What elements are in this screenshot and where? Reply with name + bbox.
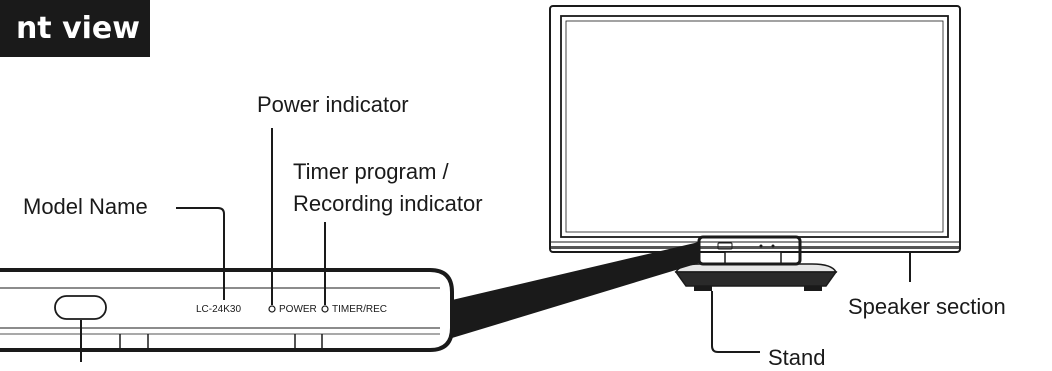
panel-outline bbox=[0, 268, 454, 352]
stand-foot-right bbox=[804, 286, 822, 291]
label-power-indicator: Power indicator bbox=[257, 92, 409, 117]
label-stand: Stand bbox=[768, 345, 826, 370]
callout-model-name bbox=[176, 207, 225, 300]
tv-front-diagram: LC-24K30 POWER TIMER/REC bbox=[0, 5, 961, 362]
enlarged-front-panel: LC-24K30 POWER TIMER/REC bbox=[0, 268, 454, 352]
section-title-bar: nt view bbox=[0, 0, 150, 57]
callout-stand bbox=[711, 291, 760, 353]
panel-logo-window bbox=[54, 295, 107, 320]
panel-power-text: POWER bbox=[279, 304, 317, 315]
tv-inner-screen bbox=[565, 20, 944, 233]
highlight-led-2 bbox=[771, 244, 775, 248]
highlight-led-1 bbox=[759, 244, 763, 248]
highlight-logo bbox=[717, 242, 733, 250]
label-speaker-section: Speaker section bbox=[848, 294, 1006, 319]
callout-lines bbox=[80, 128, 911, 362]
label-model-name: Model Name bbox=[23, 194, 148, 219]
tv-screen bbox=[560, 15, 949, 238]
tv-set bbox=[549, 5, 961, 253]
speaker-bottom-strip bbox=[551, 246, 959, 249]
panel-timer-text: TIMER/REC bbox=[332, 304, 387, 315]
power-led bbox=[268, 305, 276, 313]
label-timer-line2: Recording indicator bbox=[293, 191, 483, 216]
stand-base-body bbox=[674, 271, 838, 287]
section-title: nt view bbox=[15, 11, 140, 46]
zoom-wedge bbox=[452, 242, 699, 338]
timer-led bbox=[321, 305, 329, 313]
label-timer-line1: Timer program / bbox=[293, 159, 449, 184]
panel-model-text: LC-24K30 bbox=[196, 304, 241, 315]
stand-foot-left bbox=[694, 286, 712, 291]
